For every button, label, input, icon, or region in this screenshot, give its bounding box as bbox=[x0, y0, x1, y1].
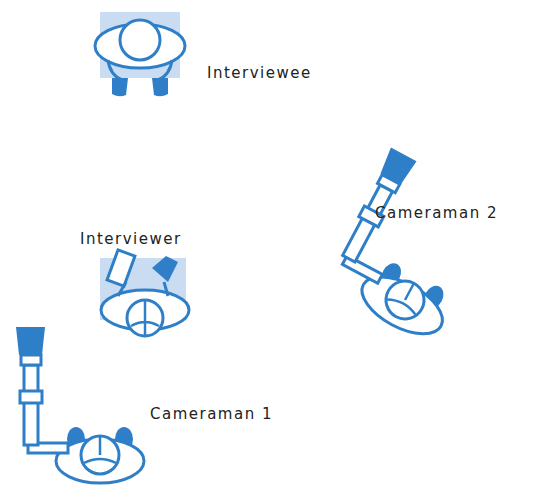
interviewee-figure bbox=[95, 12, 185, 96]
figure-label: Cameraman 2 bbox=[375, 204, 498, 222]
figure-label: Interviewee bbox=[207, 64, 312, 82]
figure-label: Cameraman 1 bbox=[150, 405, 273, 423]
interviewer-figure bbox=[100, 250, 189, 336]
figure-label: Interviewer bbox=[80, 230, 182, 248]
